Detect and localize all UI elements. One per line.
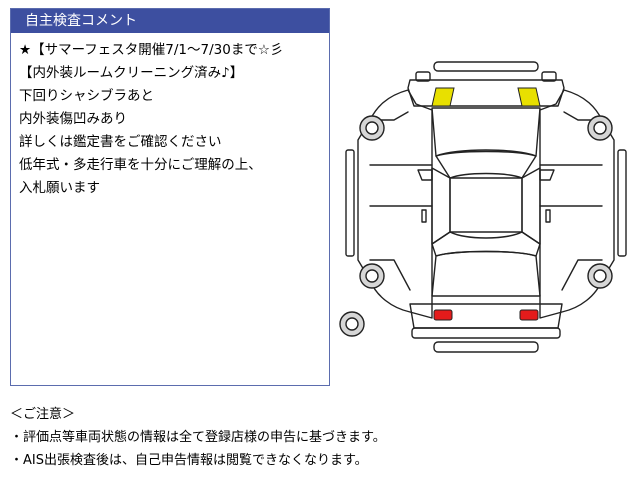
comment-line: 内外装傷凹みあり xyxy=(19,111,127,127)
comment-panel-header: 自主検査コメント xyxy=(11,9,329,33)
comment-line: ★【サマーフェスタ開催7/1～7/30まで☆彡 xyxy=(19,42,284,58)
wheel-rear-left-icon xyxy=(359,263,385,289)
front-bumper xyxy=(433,61,539,72)
comment-line: 入札願います xyxy=(19,180,100,196)
comment-line: 低年式・多走行車を十分にご理解の上、 xyxy=(19,157,262,173)
note-item: ・評価点等車両状態の情報は全て登録店様の申告に基づきます。 xyxy=(10,430,386,445)
notes-section: ＜ご注意＞ ・評価点等車両状態の情報は全て登録店様の申告に基づきます。 ・AIS… xyxy=(10,403,630,472)
roof xyxy=(431,167,451,245)
rear-fascia xyxy=(409,303,563,329)
wheel-front-left-icon xyxy=(359,115,385,141)
trunk xyxy=(431,250,541,297)
taillight-right xyxy=(519,309,539,321)
comment-panel: 自主検査コメント ★【サマーフェスタ開催7/1～7/30まで☆彡 【内外装ルーム… xyxy=(10,8,330,386)
rear-window xyxy=(431,231,541,257)
notes-title: ＜ご注意＞ xyxy=(10,407,76,422)
headlight-left xyxy=(431,87,455,107)
comment-text: ★【サマーフェスタ開催7/1～7/30まで☆彡 【内外装ルームクリーニング済み♪… xyxy=(11,33,329,200)
roof-panel xyxy=(449,177,523,233)
rear-bumper xyxy=(411,327,561,339)
hood xyxy=(431,107,541,157)
comment-line: 詳しくは鑑定書をご確認ください xyxy=(19,134,222,150)
windshield xyxy=(435,149,537,179)
car-inspection-diagram-icon xyxy=(339,61,627,353)
wheel-rear-right-icon xyxy=(587,263,613,289)
comment-line: 下回りシャシブラあと xyxy=(19,88,154,104)
wheel-front-right-icon xyxy=(587,115,613,141)
spare-wheel-icon xyxy=(339,311,365,337)
front-fascia xyxy=(407,79,565,107)
comment-line: 【内外装ルームクリーニング済み♪】 xyxy=(19,65,244,81)
headlight-right xyxy=(517,87,541,107)
taillight-left xyxy=(433,309,453,321)
note-item: ・AIS出張検査後は、自己申告情報は閲覧できなくなります。 xyxy=(10,453,368,468)
